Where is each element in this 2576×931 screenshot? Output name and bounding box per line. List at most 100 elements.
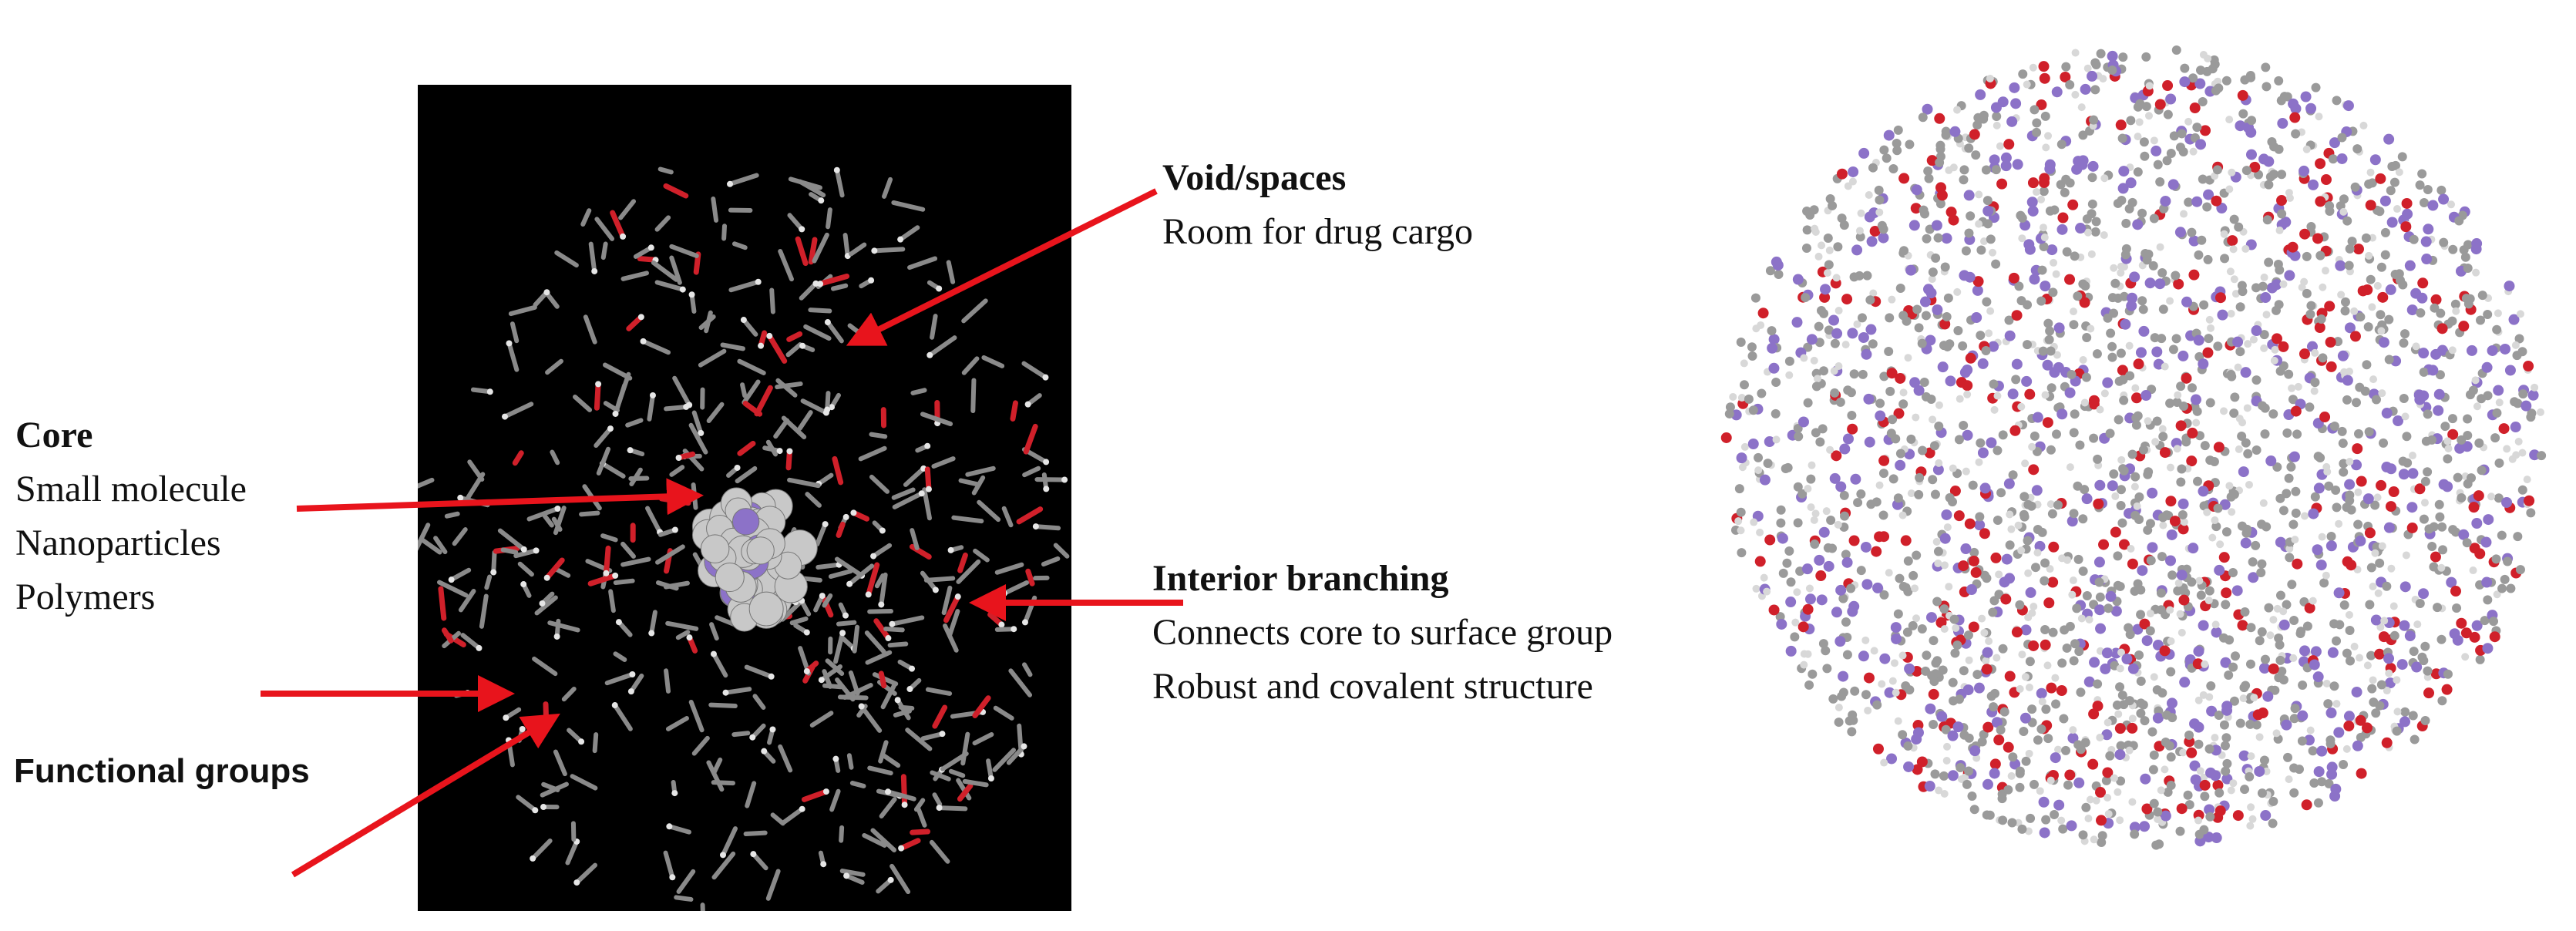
carbon-atom xyxy=(2376,680,2386,690)
hydrogen-atom xyxy=(502,413,509,420)
bond xyxy=(1021,361,1048,380)
hydrogen-atom xyxy=(578,738,585,745)
carbon-atom xyxy=(2435,370,2445,380)
functional-groups-label: Functional groups xyxy=(14,744,310,798)
dendrimer-structure-image xyxy=(418,166,1070,911)
hydrogen-atom xyxy=(871,247,878,254)
carbon-atom xyxy=(1967,792,1977,802)
hydrogen-atom xyxy=(2239,694,2248,703)
nitrogen-atom xyxy=(1861,348,1872,360)
carbon-atom xyxy=(1828,694,1838,704)
carbon-atom xyxy=(1898,730,1908,740)
oxygen-atom xyxy=(2079,297,2090,308)
nitrogen-atom xyxy=(2305,103,2317,114)
oxygen-atom xyxy=(2200,125,2211,136)
oxygen-atom xyxy=(2376,479,2387,491)
bond xyxy=(600,533,618,543)
carbon-atom xyxy=(2483,310,2493,320)
bond xyxy=(836,620,857,627)
bond xyxy=(973,548,990,563)
nitrogen-atom xyxy=(1925,703,1936,714)
carbon-atom xyxy=(1822,664,1832,674)
carbon-atom xyxy=(2255,636,2265,646)
oxygen-atom xyxy=(2027,177,2039,189)
bond xyxy=(924,466,932,492)
hydrogen-atom xyxy=(2023,80,2031,89)
hydrogen-atom xyxy=(2042,143,2050,152)
nitrogen-atom xyxy=(1792,274,1804,285)
nitrogen-atom xyxy=(2433,405,2444,416)
nitrogen-atom xyxy=(2369,154,2381,166)
bond xyxy=(709,622,719,641)
carbon-atom xyxy=(2274,673,2284,683)
hydrogen-atom xyxy=(627,688,634,695)
bond xyxy=(620,541,636,559)
carbon-atom xyxy=(2003,785,2013,795)
hydrogen-atom xyxy=(2208,533,2217,542)
hydrogen-atom xyxy=(918,490,925,497)
carbon-atom xyxy=(2248,557,2258,567)
carbon-atom xyxy=(2014,281,2024,291)
hydrogen-atom xyxy=(727,180,734,187)
bond xyxy=(891,200,926,212)
nitrogen-atom xyxy=(2504,365,2516,376)
carbon-atom xyxy=(2278,506,2288,516)
hydrogen-atom xyxy=(786,448,793,455)
bond xyxy=(700,902,705,911)
bond xyxy=(822,669,833,689)
hydrogen-atom xyxy=(1980,237,1989,246)
hydrogen-atom xyxy=(926,351,933,358)
hydrogen-atom xyxy=(1810,356,1818,365)
carbon-atom xyxy=(2254,170,2264,180)
hydrogen-atom xyxy=(936,805,943,812)
carbon-atom xyxy=(2149,750,2159,760)
hydrogen-atom xyxy=(607,425,614,432)
bond xyxy=(883,627,905,633)
oxygen-atom xyxy=(2319,412,2331,423)
bond xyxy=(438,586,447,621)
bond xyxy=(1008,668,1033,697)
carbon-atom xyxy=(2302,621,2312,631)
hydrogen-atom xyxy=(2030,602,2038,610)
hydrogen-atom xyxy=(1986,74,1994,82)
nitrogen-atom xyxy=(2386,217,2398,228)
bond xyxy=(947,609,960,638)
bond xyxy=(910,388,927,395)
bond xyxy=(711,851,736,880)
hydrogen-atom xyxy=(2021,459,2030,468)
bond xyxy=(610,210,626,240)
bond xyxy=(743,830,768,836)
nitrogen-atom xyxy=(2102,377,2114,388)
bond xyxy=(745,781,757,808)
hydrogen-atom xyxy=(1996,142,2004,150)
hydrogen-atom xyxy=(2245,480,2253,489)
carbon-atom xyxy=(2285,553,2295,563)
carbon-atom xyxy=(1833,242,1843,252)
hydrogen-atom xyxy=(2018,234,2026,243)
bond xyxy=(711,196,719,223)
bond xyxy=(931,456,956,469)
carbon-atom xyxy=(2275,265,2285,275)
oxygen-atom xyxy=(1863,672,1875,684)
bond xyxy=(930,314,938,340)
carbon-atom xyxy=(1908,620,1918,630)
bond xyxy=(923,576,956,583)
hydrogen-atom xyxy=(2110,264,2118,272)
bond xyxy=(737,358,766,375)
hydrogen-atom xyxy=(2275,226,2284,234)
hydrogen-atom xyxy=(906,686,913,693)
hydrogen-atom xyxy=(2158,425,2167,433)
carbon-atom xyxy=(1802,206,1812,216)
bond xyxy=(641,338,671,355)
bond xyxy=(669,255,682,285)
bond xyxy=(829,788,841,812)
bond xyxy=(721,224,727,241)
nitrogen-atom xyxy=(2411,661,2423,673)
oxygen-atom xyxy=(1848,535,1860,546)
oxygen-atom xyxy=(2362,284,2373,296)
carbon-atom xyxy=(2291,129,2301,139)
hydrogen-atom xyxy=(2156,243,2164,251)
carbon-atom xyxy=(2165,398,2175,408)
carbon-atom xyxy=(2048,287,2058,297)
nitrogen-atom xyxy=(2278,619,2290,630)
